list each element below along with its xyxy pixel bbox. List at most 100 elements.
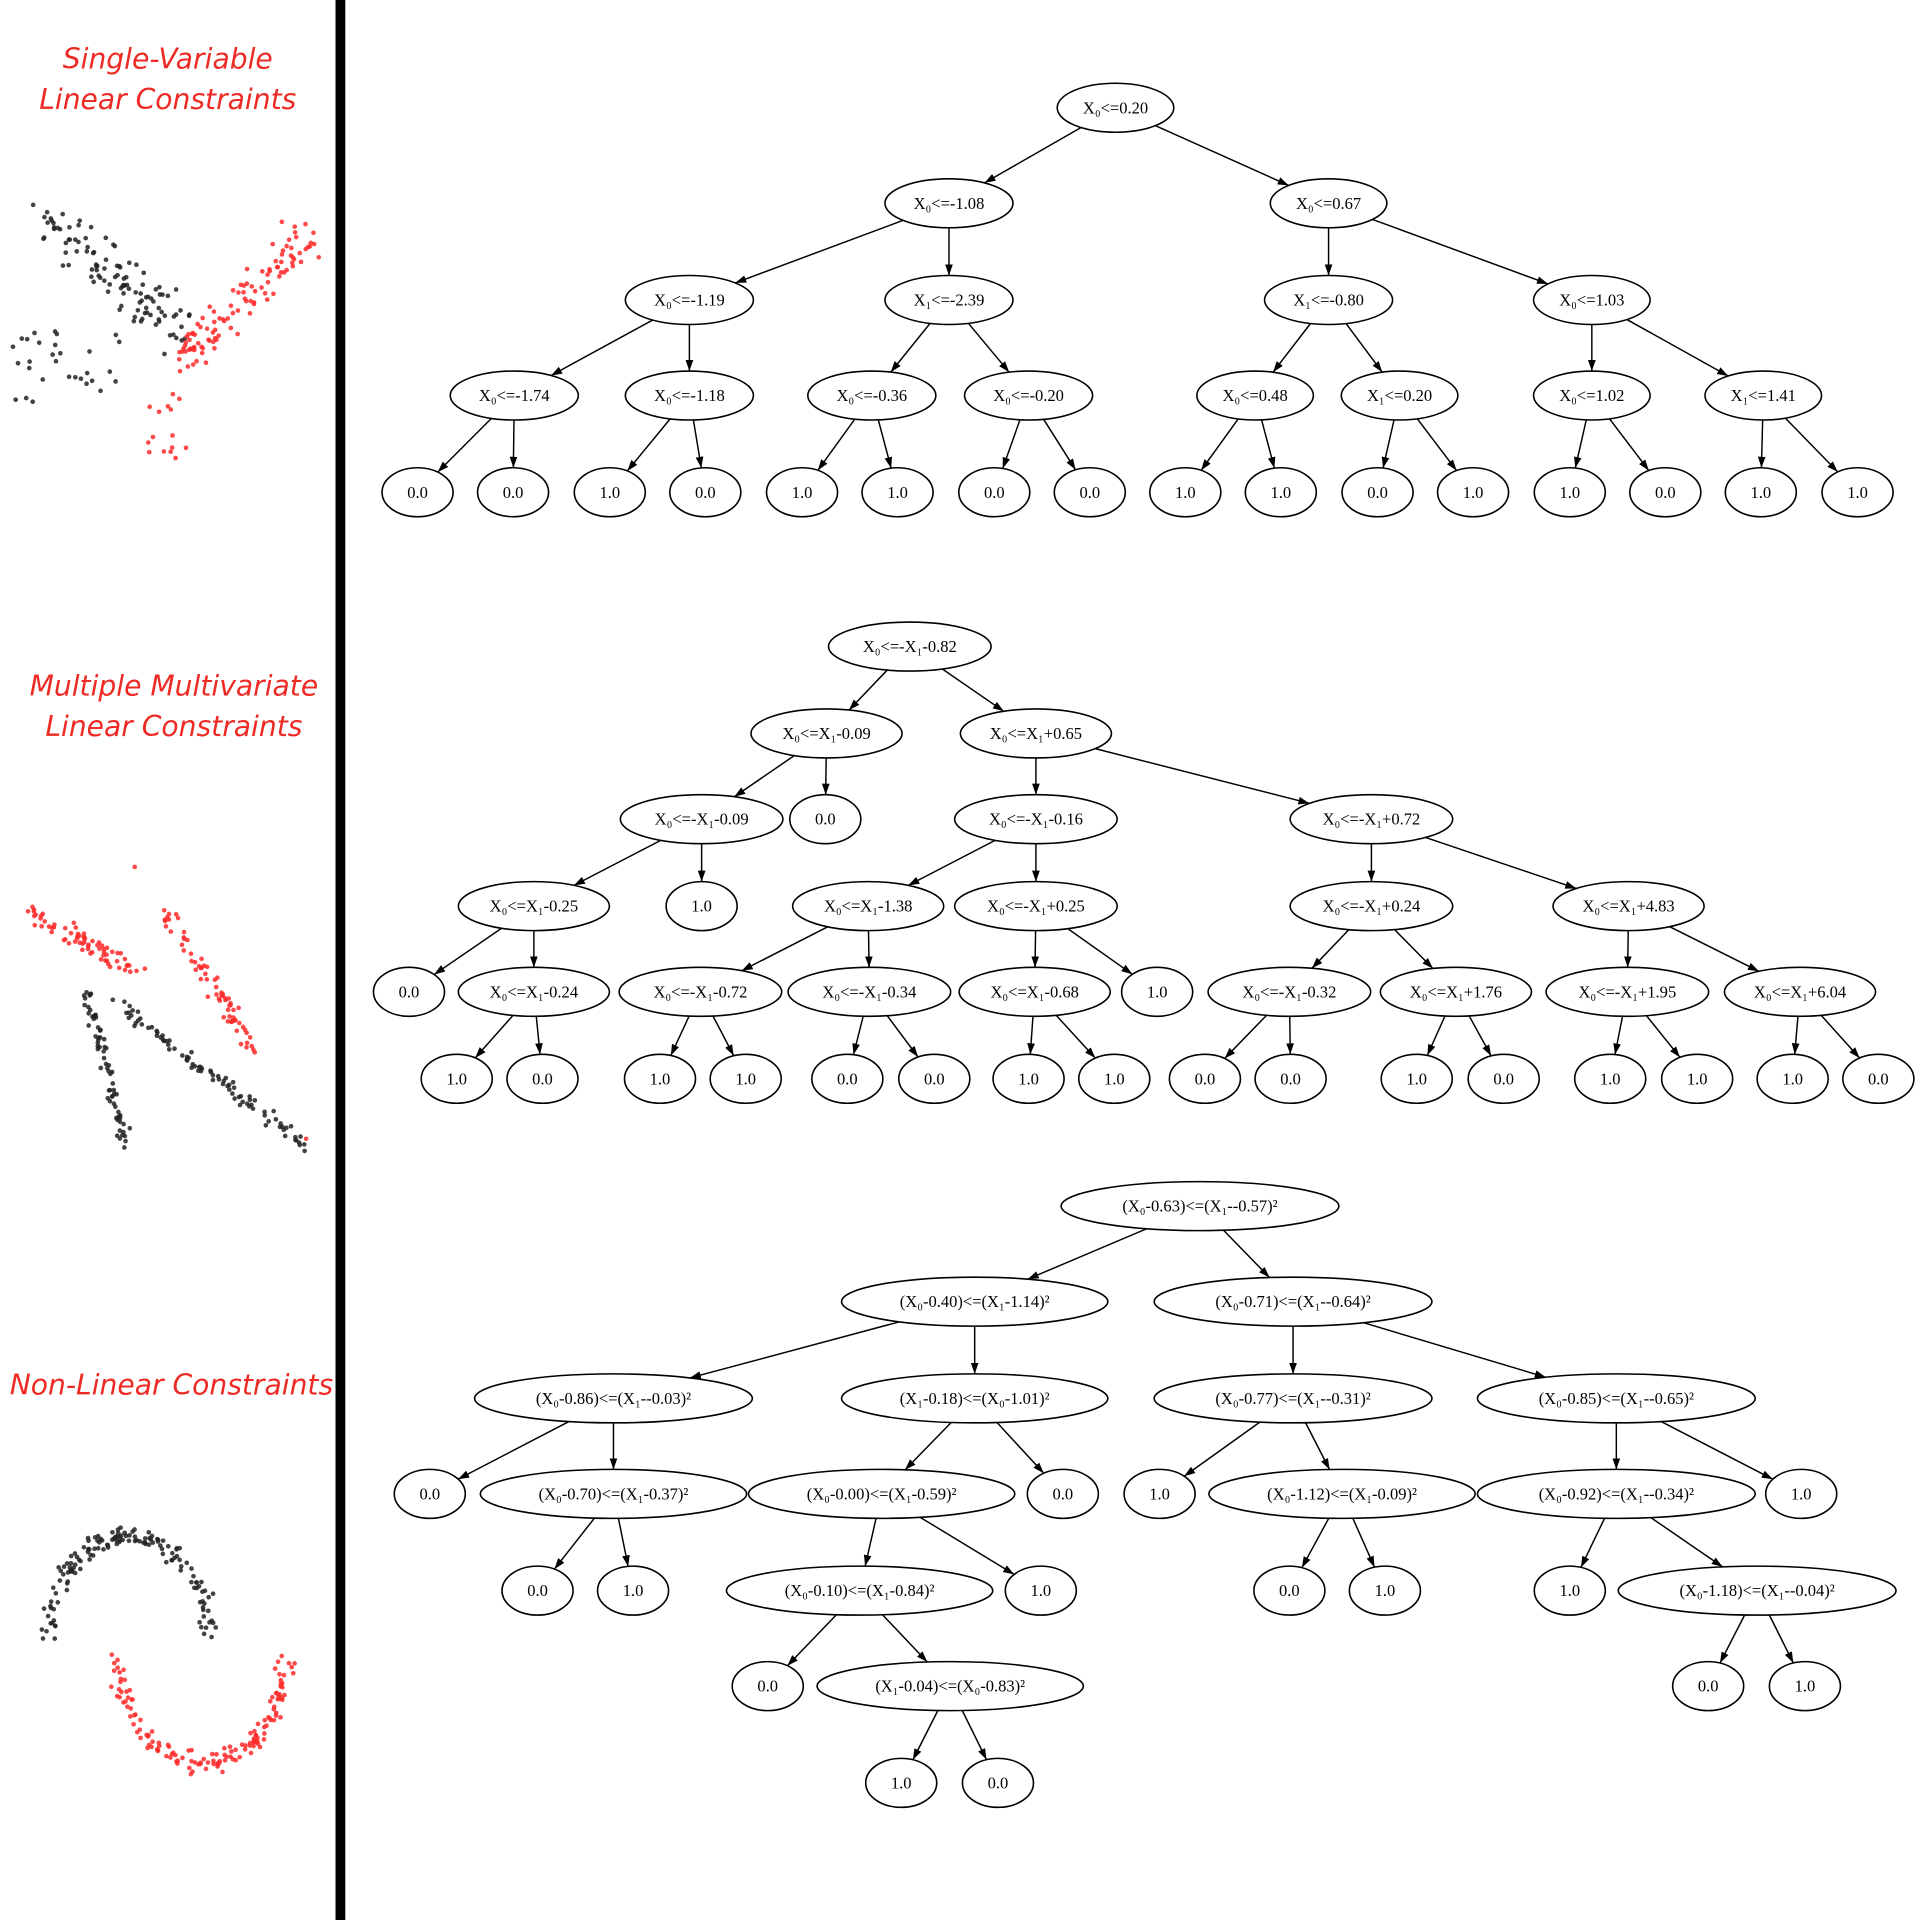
scatter-point <box>205 1608 211 1614</box>
scatter-point <box>266 1119 271 1124</box>
scatter-point <box>113 379 118 384</box>
leaf-node: 0.0 <box>506 1053 579 1105</box>
node-label: 0.0 <box>984 483 1005 502</box>
scatter-point <box>225 316 231 321</box>
node-label: 0.0 <box>815 810 836 829</box>
tree-edge <box>474 1014 514 1059</box>
node-ellipse <box>1253 1565 1326 1616</box>
scatter-point <box>183 349 188 354</box>
scatter-point <box>149 1729 155 1734</box>
scatter-point <box>291 256 297 262</box>
scatter-point <box>204 326 210 331</box>
scatter-point <box>288 245 294 251</box>
node-ellipse <box>1545 966 1710 1018</box>
scatter-point <box>57 1578 63 1583</box>
scatter-point <box>88 991 94 996</box>
scatter-point <box>175 1761 180 1766</box>
scatter-point <box>210 1077 216 1083</box>
scatter-point <box>177 368 183 374</box>
leaf-node: 1.0 <box>573 466 647 518</box>
split-node: X₀<=X₁-0.09 <box>750 708 903 759</box>
scatter-point <box>88 224 94 230</box>
scatter-point <box>182 343 188 348</box>
node-label: 0.0 <box>988 1773 1009 1792</box>
node-ellipse <box>506 1053 579 1105</box>
split-node: X₀<=-X₁-0.32 <box>1207 966 1372 1018</box>
tree-edge <box>553 1517 596 1570</box>
node-ellipse <box>840 1276 1109 1327</box>
tree-edge <box>1272 323 1312 373</box>
tree-edge <box>1381 419 1395 469</box>
tree-edge <box>437 417 492 473</box>
leaf-node: 0.0 <box>372 966 446 1018</box>
leaf-node: 0.0 <box>1168 1053 1242 1105</box>
scatter-point <box>238 1093 244 1099</box>
node-ellipse <box>1269 177 1388 229</box>
tree-nodes: (X₀-0.63)<=(X₁--0.57)²(X₀-0.40)<=(X₁-1.1… <box>393 1180 1897 1809</box>
scatter-point <box>290 1670 296 1676</box>
node-ellipse <box>1533 1565 1607 1616</box>
scatter-point <box>63 240 69 246</box>
leaf-node: 0.0 <box>961 1757 1035 1809</box>
scatter-point <box>127 969 133 975</box>
scatter-point <box>42 919 48 924</box>
scatter-point <box>160 1538 166 1543</box>
scatter-point <box>150 1739 155 1745</box>
node-label: (X₀-0.63)<=(X₁--0.57)² <box>1122 1197 1277 1216</box>
scatter-point <box>111 1101 117 1107</box>
scatter-point <box>86 1538 91 1544</box>
scatter-point <box>143 305 149 311</box>
scatter-point <box>31 913 37 919</box>
scatter-point <box>259 285 264 290</box>
node-label: (X₀-0.86)<=(X₁--0.03)² <box>536 1389 691 1408</box>
node-label: X₀<=X₁-1.38 <box>824 897 912 916</box>
scatter-point <box>289 260 295 266</box>
scatter-point <box>76 239 81 245</box>
scatter-point <box>303 1136 309 1142</box>
leaf-node: 0.0 <box>1341 466 1414 518</box>
node-label: 0.0 <box>1053 1484 1074 1503</box>
scatter-point <box>200 1607 206 1613</box>
node-label: 1.0 <box>1687 1069 1708 1088</box>
scatter-point <box>189 1758 194 1764</box>
scatter-point <box>84 990 89 995</box>
scatter-point <box>111 1087 117 1093</box>
scatter-point <box>267 1698 273 1704</box>
scatter-point <box>118 1676 124 1682</box>
scatter-point <box>82 1002 87 1008</box>
node-ellipse <box>372 966 446 1018</box>
tree-edge <box>941 668 1005 712</box>
split-node: X₀<=X₁-0.24 <box>457 966 611 1018</box>
tree-edge <box>1155 124 1290 187</box>
scatter-point <box>132 1527 137 1532</box>
leaf-node: 1.0 <box>1756 1053 1829 1105</box>
scatter-point <box>292 230 298 235</box>
tree-edge <box>890 322 931 373</box>
leaf-node: 1.0 <box>1380 1053 1454 1105</box>
scatter-point <box>303 221 308 227</box>
scatter-point <box>135 1009 141 1014</box>
node-label: X₀<=X₁+1.76 <box>1410 982 1502 1001</box>
tree-edge <box>1757 419 1766 468</box>
scatter-point <box>145 1745 150 1751</box>
scatter-point <box>244 1040 250 1046</box>
scatter-point <box>106 1062 112 1068</box>
scatter-point <box>156 305 162 311</box>
split-node: X₀<=X₁+0.65 <box>959 708 1113 759</box>
scatter-point <box>276 274 282 279</box>
tree-edge <box>1768 1614 1794 1664</box>
scatter-point <box>120 1537 125 1543</box>
scatter-point <box>98 1065 104 1071</box>
panel-title-line: Non-Linear Constraints <box>10 1369 334 1402</box>
scatter-point <box>151 299 156 304</box>
scatter-point <box>202 1588 208 1594</box>
scatter-point <box>48 1603 53 1609</box>
tree-edge <box>1645 1015 1681 1058</box>
tree-edge <box>741 926 829 972</box>
leaf-node: 1.0 <box>1436 466 1510 518</box>
scatter-point <box>223 996 228 1001</box>
scatter-point <box>93 1034 98 1039</box>
scatter-point <box>199 350 205 356</box>
tree-edge <box>734 219 904 284</box>
scatter-point <box>272 1666 278 1671</box>
